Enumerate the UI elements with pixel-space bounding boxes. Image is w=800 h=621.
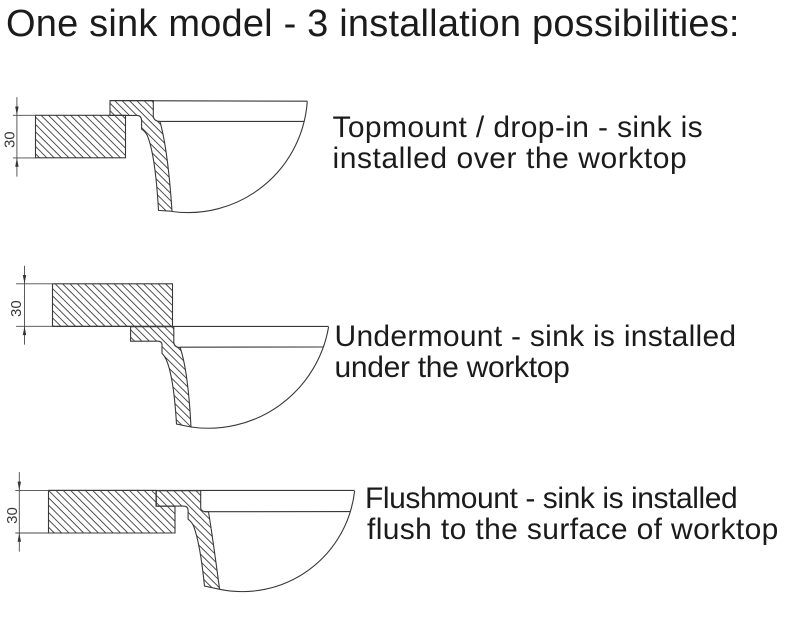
- svg-text:30: 30: [2, 131, 19, 148]
- svg-text:30: 30: [8, 300, 25, 317]
- svg-text:30: 30: [4, 507, 21, 524]
